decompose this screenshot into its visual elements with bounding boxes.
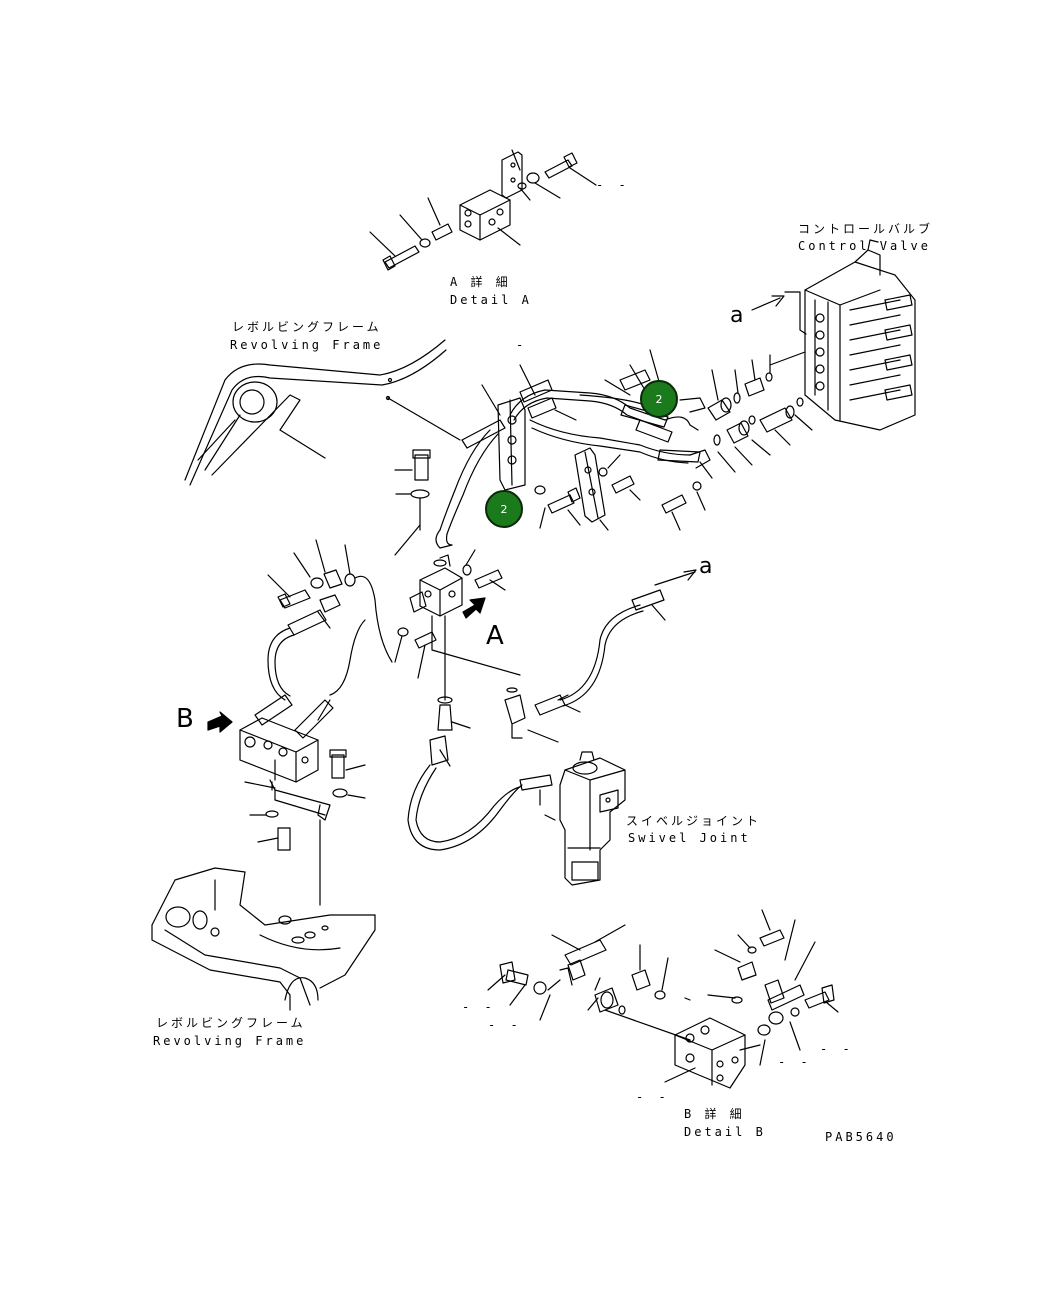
- revolving-frame-top-label-jp: レボルビングフレーム: [232, 320, 382, 334]
- left-hoses: [254, 539, 393, 739]
- callout-item-2-upper[interactable]: 2: [640, 380, 678, 418]
- marker-a-top: a: [730, 303, 744, 328]
- detail-b-assembly: [487, 909, 839, 1089]
- detail-b-label-en: Detail B: [684, 1125, 766, 1139]
- dash-mark: - -: [820, 1042, 854, 1056]
- block-a: [394, 549, 521, 701]
- revolving-frame-top-label-en: Revolving Frame: [230, 338, 384, 352]
- control-valve-label-en: Control Valve: [798, 239, 931, 253]
- swivel-joint-label-en: Swivel Joint: [628, 831, 751, 845]
- upper-hoses: [435, 349, 711, 549]
- hose-clamps: [497, 369, 706, 531]
- dash-mark: - -: [636, 1090, 670, 1104]
- drawing-code: PAB5640: [825, 1130, 897, 1144]
- swivel-joint-label-jp: スイベルジョイント: [626, 814, 762, 828]
- swivel-joint-drawing: [407, 569, 697, 886]
- revolving-frame-bottom: [151, 867, 376, 1011]
- control-valve-drawing: [751, 239, 916, 431]
- revolving-frame-bottom-label-en: Revolving Frame: [153, 1034, 307, 1048]
- revolving-frame-bottom-label-jp: レボルビングフレーム: [156, 1016, 306, 1030]
- dash-mark: - -: [778, 1055, 812, 1069]
- dash-mark: - -: [488, 1018, 522, 1032]
- valve-fittings: [699, 351, 813, 479]
- detail-a-label-jp: A 詳 細: [450, 275, 511, 289]
- center-bolt-stack: [394, 449, 447, 567]
- detail-a-assembly: [369, 149, 597, 271]
- detail-a-label-en: Detail A: [450, 293, 532, 307]
- marker-B: B: [176, 704, 194, 734]
- dash-mark: - -: [462, 1000, 496, 1014]
- detail-b-label-jp: B 詳 細: [684, 1107, 745, 1121]
- dash-mark: -: [516, 338, 528, 352]
- dash-mark: - -: [596, 178, 630, 192]
- marker-A: A: [486, 621, 504, 651]
- control-valve-label-jp: コントロールバルブ: [798, 222, 934, 236]
- block-b: [207, 711, 366, 906]
- revolving-frame-top: [184, 339, 461, 486]
- callout-item-2-lower[interactable]: 2: [485, 490, 523, 528]
- marker-a-right: a: [699, 554, 713, 579]
